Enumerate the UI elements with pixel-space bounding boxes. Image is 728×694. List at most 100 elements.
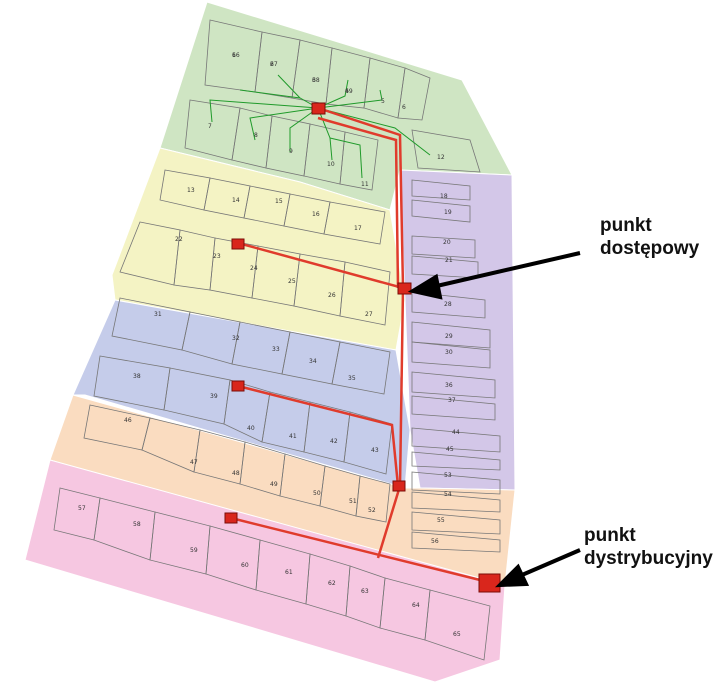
arrowhead-access-icon xyxy=(407,273,443,300)
zone-pink xyxy=(24,459,506,683)
zone-purple xyxy=(399,169,516,491)
fiber-trunk-b xyxy=(317,116,400,289)
lot-outline xyxy=(339,261,391,326)
access-point-line-2: dostępowy xyxy=(600,238,700,259)
node-top xyxy=(311,102,326,115)
lot-number-63: 63 xyxy=(361,588,369,595)
lot-number-4: 4 xyxy=(345,88,349,95)
distribution-point-label: punkt dystrybucyjny xyxy=(584,524,713,570)
lot-outlines xyxy=(53,19,501,661)
lot-number-25: 25 xyxy=(288,278,296,285)
lot-number-31: 31 xyxy=(154,311,162,318)
lot-number-11: 11 xyxy=(361,181,369,188)
lot-number-22: 22 xyxy=(175,236,183,243)
lot-number-46: 46 xyxy=(124,417,132,424)
lot-number-43: 43 xyxy=(371,447,379,454)
lot-number-27: 27 xyxy=(365,311,373,318)
lot-number-45: 45 xyxy=(446,446,454,453)
lot-number-29: 29 xyxy=(445,333,453,340)
lot-number-49: 49 xyxy=(270,481,278,488)
lot-number-53: 53 xyxy=(444,472,452,479)
lot-number-61: 61 xyxy=(285,569,293,576)
arrowhead-distribution-icon xyxy=(494,563,530,588)
lot-number-69: 69 xyxy=(345,88,353,95)
node-access-point[interactable] xyxy=(397,282,412,295)
node-distribution-point[interactable] xyxy=(478,573,501,593)
lot-number-30: 30 xyxy=(445,349,453,356)
lot-number-60: 60 xyxy=(241,562,249,569)
node-pink xyxy=(224,512,238,524)
lot-number-8: 8 xyxy=(254,132,258,139)
lot-number-21: 21 xyxy=(445,257,453,264)
lot-number-52: 52 xyxy=(368,507,376,514)
lot-outline xyxy=(411,395,496,421)
lot-outline xyxy=(424,589,491,661)
node-orange xyxy=(392,480,406,492)
lot-number-9: 9 xyxy=(289,148,293,155)
lot-number-48: 48 xyxy=(232,470,240,477)
fiber-branch-yellow xyxy=(237,241,404,290)
lot-number-68: 68 xyxy=(312,77,320,84)
node-blue xyxy=(231,380,245,392)
lot-number-33: 33 xyxy=(272,346,280,353)
lot-number-23: 23 xyxy=(213,253,221,260)
lot-outline xyxy=(339,131,379,191)
lot-outline xyxy=(411,511,501,535)
lot-number-62: 62 xyxy=(328,580,336,587)
lot-number-56: 56 xyxy=(431,538,439,545)
lot-number-64: 64 xyxy=(412,602,420,609)
lot-number-37: 37 xyxy=(448,397,456,404)
lot-number-39: 39 xyxy=(210,393,218,400)
lot-number-65: 65 xyxy=(453,631,461,638)
access-point-label: punkt dostępowy xyxy=(600,214,699,260)
lot-number-10: 10 xyxy=(327,161,335,168)
arrow-access xyxy=(427,251,581,290)
callout-arrows xyxy=(407,251,581,588)
lot-outline xyxy=(411,129,481,173)
lot-outline xyxy=(411,199,471,223)
lot-outline xyxy=(411,531,501,553)
lot-outline xyxy=(411,491,501,513)
lot-outline xyxy=(411,291,486,319)
lot-number-13: 13 xyxy=(187,187,195,194)
lot-outline xyxy=(411,427,501,453)
lot-number-18: 18 xyxy=(440,193,448,200)
lot-number-34: 34 xyxy=(309,358,317,365)
lot-outline xyxy=(411,341,491,369)
lot-outline xyxy=(411,451,501,471)
lot-number-38: 38 xyxy=(133,373,141,380)
lot-number-54: 54 xyxy=(444,491,452,498)
distribution-point-line-2: dystrybucyjny xyxy=(584,548,713,569)
lot-number-26: 26 xyxy=(328,292,336,299)
lot-number-15: 15 xyxy=(275,198,283,205)
lot-outline xyxy=(411,235,476,259)
access-point-line-1: punkt xyxy=(600,215,652,236)
lot-number-3: 3 xyxy=(312,77,316,84)
lot-number-57: 57 xyxy=(78,505,86,512)
lot-number-19: 19 xyxy=(444,209,452,216)
arrow-distribution xyxy=(514,548,581,580)
lot-number-14: 14 xyxy=(232,197,240,204)
lot-outline xyxy=(355,475,391,523)
lot-outline xyxy=(331,341,391,395)
lot-number-55: 55 xyxy=(437,517,445,524)
lot-number-47: 47 xyxy=(190,459,198,466)
lot-number-51: 51 xyxy=(349,498,357,505)
lot-outline xyxy=(343,411,393,475)
lot-number-40: 40 xyxy=(247,425,255,432)
green-cable-network xyxy=(209,74,431,179)
lot-outline xyxy=(411,471,501,495)
lot-number-16: 16 xyxy=(312,211,320,218)
lot-number-32: 32 xyxy=(232,335,240,342)
lot-number-59: 59 xyxy=(190,547,198,554)
lot-number-41: 41 xyxy=(289,433,297,440)
lot-number-6: 6 xyxy=(402,104,406,111)
lot-number-50: 50 xyxy=(313,490,321,497)
lot-outline xyxy=(411,179,471,201)
lot-outline xyxy=(397,67,431,121)
lot-outline xyxy=(323,201,386,245)
lot-number-17: 17 xyxy=(354,225,362,232)
lot-number-35: 35 xyxy=(348,375,356,382)
